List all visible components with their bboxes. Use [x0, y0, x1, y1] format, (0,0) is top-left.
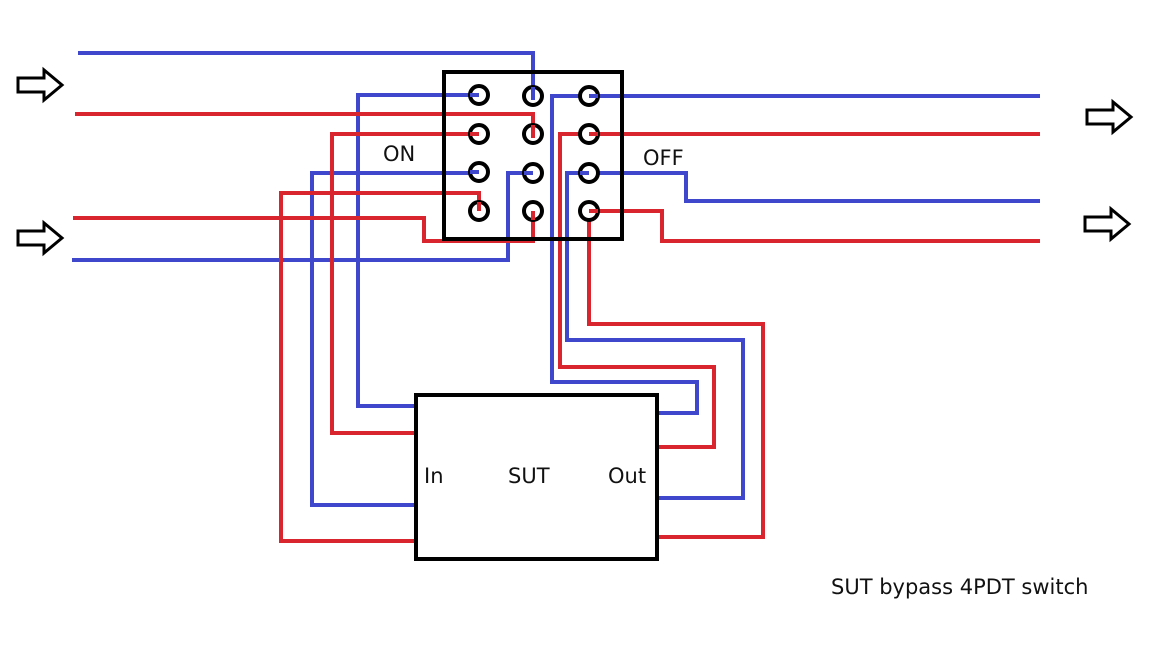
wire-red-on-2-to-in: [330, 132, 479, 435]
arrow-right-icon: [1083, 205, 1132, 243]
wire-red-input-2: [73, 211, 535, 243]
output-arrow-bottom: [1083, 205, 1132, 243]
wire-blue-off-3-to-out: [565, 171, 745, 500]
sut-box: In SUT Out: [414, 393, 659, 561]
sut-out-label: Out: [608, 464, 646, 488]
diagram-caption: SUT bypass 4PDT switch: [831, 575, 1088, 599]
wire-blue-on-3-to-in: [310, 171, 479, 507]
arrow-right-icon: [16, 219, 65, 257]
arrow-right-icon: [16, 66, 65, 104]
wire-blue-on-1-to-in: [356, 93, 479, 408]
arrow-right-icon: [1085, 98, 1134, 136]
switch-terminals: [468, 84, 600, 222]
wire-blue-off-3-output: [589, 171, 1040, 203]
sut-in-label: In: [424, 464, 444, 488]
input-arrow-top: [16, 66, 65, 104]
wire-blue-input-2: [72, 171, 533, 262]
wire-blue-off-1-to-out: [550, 94, 699, 415]
sut-center-label: SUT: [508, 464, 550, 488]
wire-red-on-4-to-in: [279, 191, 481, 543]
output-arrow-top: [1085, 98, 1134, 136]
wires: [72, 51, 1040, 543]
wire-red-off-4-to-out: [587, 211, 765, 539]
switch-4pdt: ON OFF: [383, 70, 684, 241]
switch-on-label: ON: [383, 142, 415, 166]
wire-red-input-1: [75, 112, 535, 134]
wire-red-off-4-output: [589, 209, 1040, 243]
switch-body: [442, 70, 624, 241]
wire-blue-input-1: [78, 51, 535, 96]
input-arrow-bottom: [16, 219, 65, 257]
sut-box-outline: [414, 393, 659, 561]
wire-red-off-2-to-out: [558, 132, 716, 449]
switch-off-label: OFF: [643, 146, 684, 170]
